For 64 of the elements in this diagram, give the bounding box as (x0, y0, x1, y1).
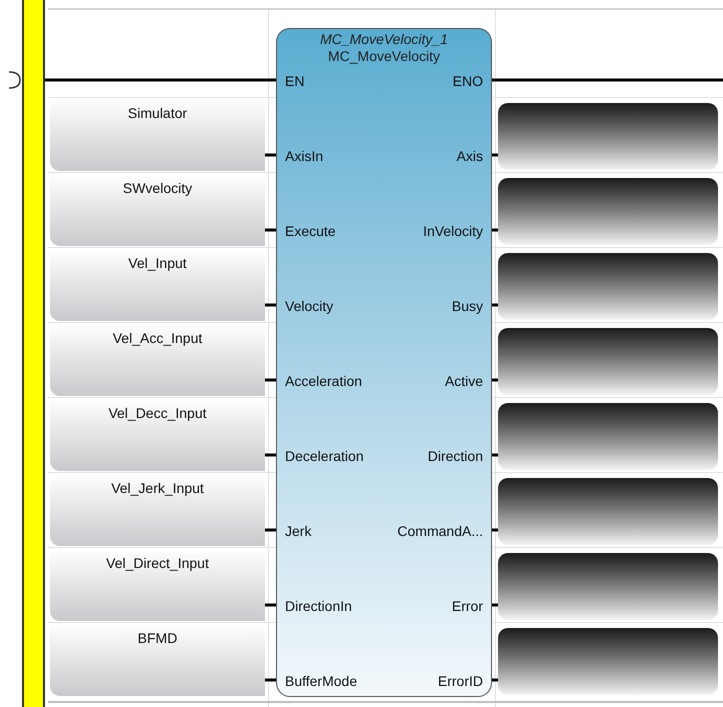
pin-label: AxisIn (285, 147, 324, 165)
input-variable-box (50, 175, 265, 246)
input-variable-box (50, 400, 265, 471)
wire (265, 604, 276, 606)
pin-label: Jerk (285, 522, 312, 540)
wire (492, 304, 498, 306)
pin-label: ENO (452, 72, 483, 90)
function-block (276, 28, 492, 697)
pin-label: Acceleration (285, 372, 362, 390)
block-type: MC_MoveVelocity (326, 48, 442, 64)
pin-label: CommandA... (397, 522, 483, 540)
output-variable-box (498, 553, 718, 620)
pin-label: Direction (428, 447, 483, 465)
wire (265, 228, 276, 232)
wire (265, 678, 276, 682)
pin-label: Deceleration (285, 447, 364, 465)
input-variable-box (50, 100, 265, 171)
wire (45, 78, 276, 82)
wire (492, 78, 723, 82)
wire (492, 378, 498, 382)
variable-name: Vel_Input (127, 254, 188, 272)
pin-label: Axis (456, 147, 483, 165)
pin-label: Active (444, 372, 483, 390)
wire (265, 304, 276, 306)
variable-name: SWvelocity (122, 179, 194, 197)
output-variable-box (498, 628, 718, 695)
wire (492, 154, 498, 156)
variable-name: BFMD (136, 629, 178, 647)
pin-label: Error (452, 597, 483, 615)
variable-name: Simulator (126, 104, 188, 122)
wire (492, 228, 498, 232)
input-variable-box (50, 325, 265, 396)
wire (265, 528, 276, 532)
pin-label: Velocity (285, 297, 334, 315)
pin-label: ErrorID (438, 672, 483, 690)
pin-label: Busy (452, 297, 483, 315)
pin-label: DirectionIn (285, 597, 352, 615)
variable-name: Vel_Acc_Input (112, 329, 204, 347)
output-variable-box (498, 103, 718, 170)
variable-name: Vel_Decc_Input (107, 404, 208, 422)
variable-name: Vel_Jerk_Input (110, 479, 205, 497)
wire (265, 454, 276, 456)
input-variable-box (50, 550, 265, 621)
pin-label: InVelocity (423, 222, 483, 240)
wire (492, 678, 498, 682)
wire (492, 528, 498, 532)
wire (265, 154, 276, 156)
output-variable-box (498, 178, 718, 245)
variable-name: Vel_Direct_Input (105, 554, 210, 572)
pin-label: EN (285, 72, 304, 90)
pin-label: Execute (285, 222, 336, 240)
input-variable-box (50, 625, 265, 696)
input-variable-box (50, 475, 265, 546)
wire (265, 378, 276, 382)
pin-label: BufferMode (285, 672, 358, 690)
power-rail (22, 0, 45, 707)
instance-name: MC_MoveVelocity_1 (319, 31, 449, 47)
output-variable-box (498, 403, 718, 470)
output-variable-box (498, 328, 718, 395)
output-variable-box (498, 478, 718, 545)
wire (492, 604, 498, 606)
input-variable-box (50, 250, 265, 321)
wire (492, 454, 498, 456)
output-variable-box (498, 253, 718, 320)
